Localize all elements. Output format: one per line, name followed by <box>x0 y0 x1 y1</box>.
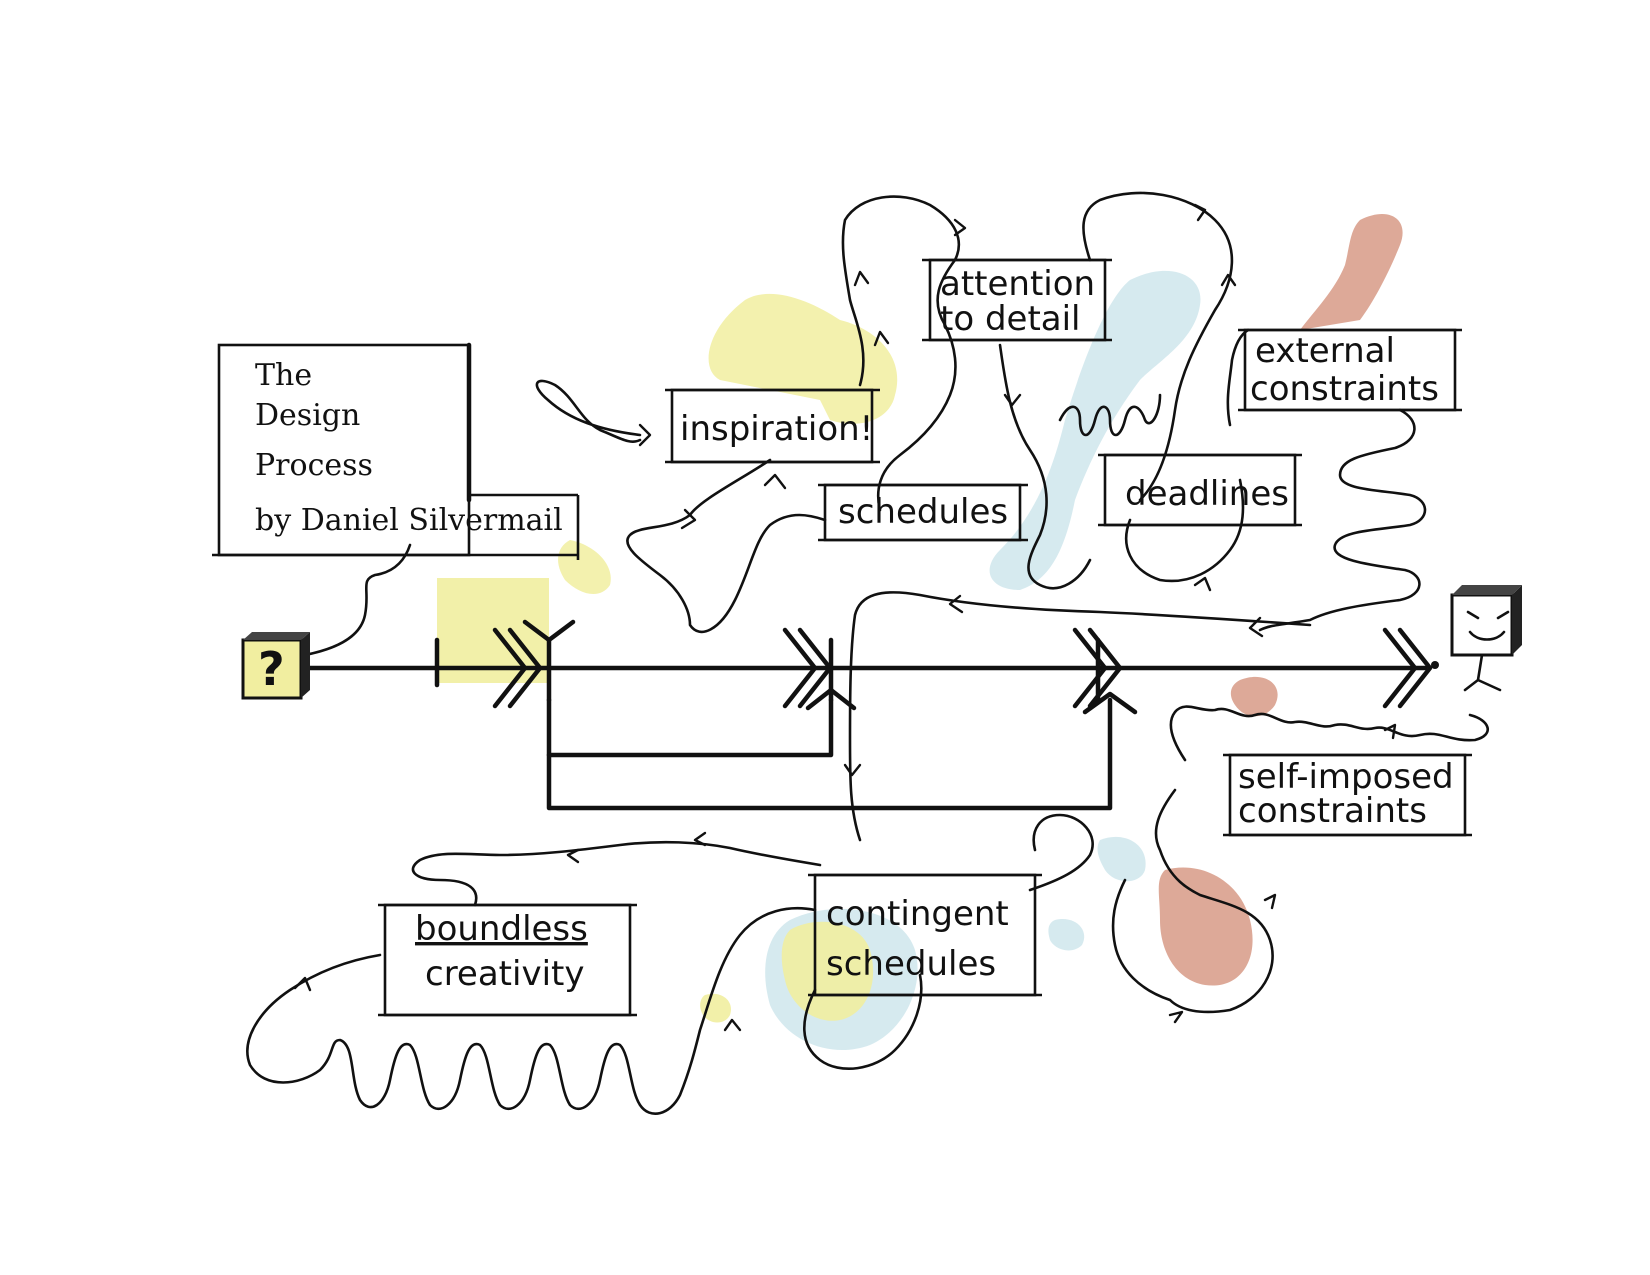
title-line-2: Design <box>255 398 360 433</box>
label-contingent-schedules: contingent schedules <box>808 873 1042 997</box>
smiley-cube-icon <box>1431 585 1522 692</box>
path-start-to-title <box>303 543 412 657</box>
chevron-end <box>1382 627 1433 709</box>
path-deadlines-down <box>1125 478 1245 583</box>
path-return-to-contingent <box>848 591 1312 842</box>
blue-blob-attention <box>989 270 1201 590</box>
inspiration-text: inspiration! <box>680 409 873 449</box>
boundless-text-1: boundless <box>415 909 588 949</box>
caret-up-1 <box>805 687 857 711</box>
path-upper-loop-attention <box>841 195 961 512</box>
main-process-line <box>302 619 1433 811</box>
path-external-serpentine <box>1258 408 1427 632</box>
path-boundless-bottom <box>246 906 817 1115</box>
path-self-imposed-loop <box>1111 788 1274 1014</box>
boundless-text-2: creativity <box>425 954 584 994</box>
chevron-3 <box>1072 627 1123 709</box>
path-deadlines-top-loop <box>1082 191 1234 502</box>
contingent-text-1: contingent <box>826 894 1009 934</box>
external-text-2: constraints <box>1250 369 1439 409</box>
label-deadlines: deadlines <box>1098 453 1302 527</box>
path-arrowheads <box>293 203 1397 1032</box>
self-imposed-text-1: self-imposed <box>1238 757 1454 797</box>
path-attention-to-deadlines <box>998 343 1092 590</box>
blue-blob-small <box>1048 919 1085 951</box>
deadlines-text: deadlines <box>1125 474 1289 514</box>
path-self-imposed-wiggle <box>1169 705 1489 762</box>
path-inspiration-down <box>626 458 827 634</box>
label-inspiration: inspiration! <box>665 388 880 464</box>
question-mark-glyph: ? <box>258 642 285 696</box>
path-external-up <box>1226 328 1250 427</box>
red-blob-self-imposed <box>1230 676 1278 717</box>
contingent-text-2: schedules <box>826 944 996 984</box>
label-boundless-creativity: boundless creativity <box>378 903 637 1017</box>
yellow-blob-inspiration <box>708 293 898 424</box>
chevron-2 <box>782 627 833 709</box>
chevron-1 <box>492 627 543 709</box>
caret-up-2 <box>1082 691 1138 715</box>
attention-text-1: attention <box>940 264 1095 304</box>
title-line-1: The <box>255 358 312 393</box>
label-external-constraints: external constraints <box>1238 328 1462 412</box>
label-attention-to-detail: attention to detail <box>922 258 1112 342</box>
title-box: The Design Process by Daniel Silvermail <box>212 342 580 560</box>
attention-text-2: to detail <box>940 299 1081 339</box>
yellow-blob-small-left <box>700 993 731 1023</box>
title-line-3: Process <box>255 448 373 483</box>
path-inspiration-left-loop <box>535 379 642 443</box>
red-blob-external <box>1300 214 1403 330</box>
path-attention-wiggle <box>1058 393 1162 437</box>
blue-blob-lower-right <box>1097 836 1146 882</box>
label-schedules: schedules <box>818 483 1028 542</box>
path-boundless-serpentine <box>411 840 822 907</box>
loop-back-bracket-1 <box>546 697 834 758</box>
red-blob-lower-right <box>1158 867 1253 986</box>
author-line: by Daniel Silvermail <box>255 503 563 538</box>
question-cube-icon: ? <box>241 632 310 700</box>
label-self-imposed-constraints: self-imposed constraints <box>1223 753 1472 837</box>
external-text-1: external <box>1255 331 1395 371</box>
path-contingent-lower-loop <box>803 973 923 1071</box>
schedules-text: schedules <box>838 492 1008 532</box>
caret-down-start <box>522 619 576 643</box>
color-washes <box>437 214 1403 1051</box>
self-imposed-text-2: constraints <box>1238 791 1427 831</box>
path-contingent-right-loop <box>1028 813 1094 892</box>
loop-back-bracket-2 <box>546 697 1113 811</box>
yellow-blob-title <box>558 540 611 595</box>
